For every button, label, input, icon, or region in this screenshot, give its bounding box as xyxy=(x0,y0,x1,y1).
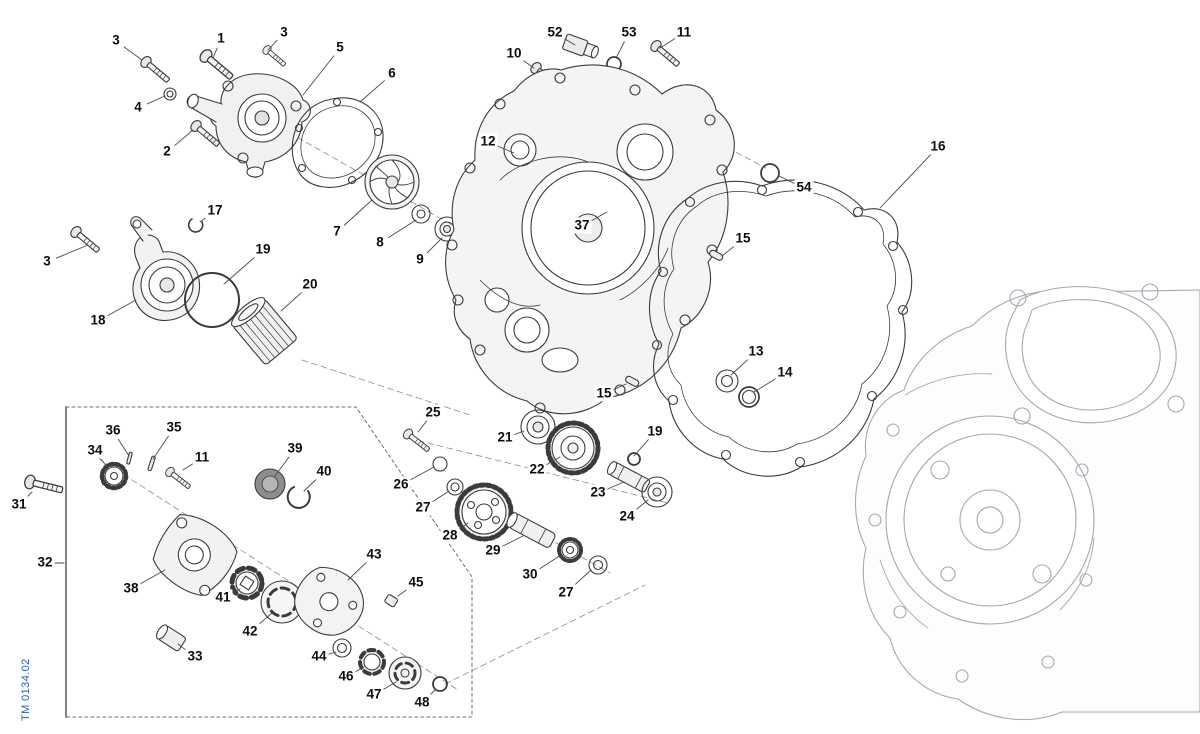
part-6-pump-gasket xyxy=(291,97,384,188)
drawing-code-label: TM 0134.02 xyxy=(20,658,32,721)
dowel-pins-and-washers xyxy=(623,248,760,408)
oil-pump-group-boundary xyxy=(65,406,473,718)
screws-top xyxy=(68,37,683,256)
part-5-water-pump-cover xyxy=(186,73,311,178)
part-16-cover-gasket xyxy=(648,179,913,477)
part-20-oil-filter xyxy=(231,297,297,365)
part-18-filter-cover xyxy=(130,216,204,321)
idler-gear-set xyxy=(400,426,608,575)
part-7-impeller xyxy=(364,154,420,210)
right-crankcase-half xyxy=(854,283,1200,721)
part-19-o-ring xyxy=(184,272,240,328)
oil-pump-assembly xyxy=(22,451,448,692)
gear-train xyxy=(520,409,673,508)
leader-lines xyxy=(25,37,932,697)
part-12-crankcase-cover xyxy=(445,64,735,415)
